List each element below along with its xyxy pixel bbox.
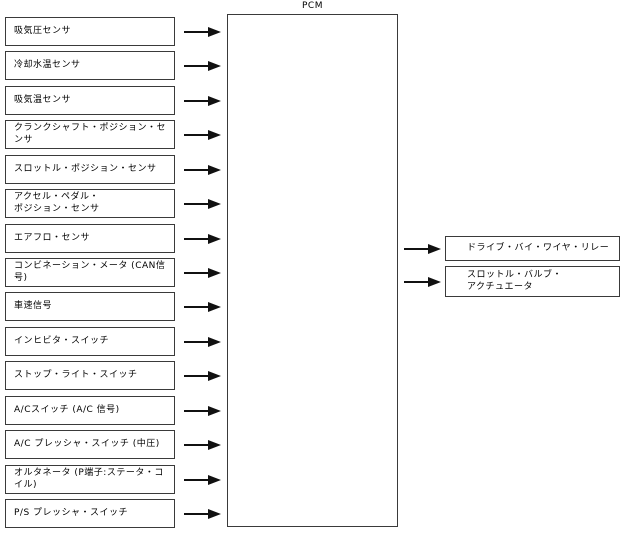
input-label: インヒビタ・スイッチ <box>14 335 110 346</box>
input-row: スロットル・ポジション・センサ <box>5 155 231 184</box>
arrow-right-icon <box>184 405 221 416</box>
input-box: クランクシャフト・ポジション・センサ <box>5 120 175 149</box>
arrow-right-icon <box>184 129 221 140</box>
output-box: ドライブ・バイ・ワイヤ・リレー <box>445 236 620 261</box>
input-box: 車速信号 <box>5 292 175 321</box>
input-label: クランクシャフト・ポジション・センサ <box>14 123 167 145</box>
input-row: インヒビタ・スイッチ <box>5 327 231 356</box>
input-box: ストップ・ライト・スイッチ <box>5 361 175 390</box>
input-row: エアフロ・センサ <box>5 224 231 253</box>
arrow-right-icon <box>184 164 221 175</box>
arrow-right-icon <box>184 439 221 450</box>
input-row: ストップ・ライト・スイッチ <box>5 361 231 390</box>
input-label: アクセル・ペダル・ ポジション・センサ <box>14 192 100 214</box>
input-row: オルタネータ (P端子:ステータ・コイル) <box>5 465 231 494</box>
input-row: P/S プレッシャ・スイッチ <box>5 499 231 528</box>
input-row: 冷却水温センサ <box>5 51 231 80</box>
input-row: 吸気温センサ <box>5 86 231 115</box>
arrow-right-icon <box>184 60 221 71</box>
output-label: ドライブ・バイ・ワイヤ・リレー <box>467 242 610 253</box>
arrow-right-icon <box>184 26 221 37</box>
input-row: 車速信号 <box>5 292 231 321</box>
arrow-right-icon <box>184 301 221 312</box>
output-row: ドライブ・バイ・ワイヤ・リレー <box>404 236 620 261</box>
input-box: A/C プレッシャ・スイッチ (中圧) <box>5 430 175 459</box>
input-row: クランクシャフト・ポジション・センサ <box>5 120 231 149</box>
input-row: A/C プレッシャ・スイッチ (中圧) <box>5 430 231 459</box>
input-box: 吸気圧センサ <box>5 17 175 46</box>
output-label: スロットル・バルブ・ アクチュエータ <box>467 270 563 292</box>
input-box: A/Cスイッチ (A/C 信号) <box>5 396 175 425</box>
input-label: スロットル・ポジション・センサ <box>14 163 157 174</box>
arrow-right-icon <box>184 508 221 519</box>
input-label: 冷却水温センサ <box>14 59 81 70</box>
input-row: アクセル・ペダル・ ポジション・センサ <box>5 189 231 218</box>
input-box: エアフロ・センサ <box>5 224 175 253</box>
output-row: スロットル・バルブ・ アクチュエータ <box>404 266 620 297</box>
input-box: スロットル・ポジション・センサ <box>5 155 175 184</box>
input-label: 吸気圧センサ <box>14 25 72 36</box>
input-box: P/S プレッシャ・スイッチ <box>5 499 175 528</box>
pcm-title: PCM <box>302 1 323 11</box>
input-label: P/S プレッシャ・スイッチ <box>14 507 129 518</box>
arrow-right-icon <box>184 474 221 485</box>
input-label: ストップ・ライト・スイッチ <box>14 369 138 380</box>
input-row: 吸気圧センサ <box>5 17 231 46</box>
input-label: エアフロ・センサ <box>14 232 91 243</box>
input-box: オルタネータ (P端子:ステータ・コイル) <box>5 465 175 494</box>
arrow-right-icon <box>184 336 221 347</box>
arrow-right-icon <box>184 95 221 106</box>
pcm-box <box>227 14 398 527</box>
arrow-right-icon <box>184 370 221 381</box>
input-row: コンビネーション・メータ (CAN信号) <box>5 258 231 287</box>
input-box: コンビネーション・メータ (CAN信号) <box>5 258 175 287</box>
input-label: 車速信号 <box>14 300 53 311</box>
input-label: A/Cスイッチ (A/C 信号) <box>14 404 120 415</box>
output-box: スロットル・バルブ・ アクチュエータ <box>445 266 620 297</box>
input-box: 冷却水温センサ <box>5 51 175 80</box>
arrow-right-icon <box>184 233 221 244</box>
input-label: コンビネーション・メータ (CAN信号) <box>14 261 166 283</box>
input-row: A/Cスイッチ (A/C 信号) <box>5 396 231 425</box>
input-box: アクセル・ペダル・ ポジション・センサ <box>5 189 175 218</box>
input-box: インヒビタ・スイッチ <box>5 327 175 356</box>
arrow-right-icon <box>404 243 441 254</box>
input-box: 吸気温センサ <box>5 86 175 115</box>
arrow-right-icon <box>184 198 221 209</box>
input-label: A/C プレッシャ・スイッチ (中圧) <box>14 438 160 449</box>
input-label: オルタネータ (P端子:ステータ・コイル) <box>14 468 164 490</box>
arrow-right-icon <box>404 276 441 287</box>
input-label: 吸気温センサ <box>14 94 72 105</box>
arrow-right-icon <box>184 267 221 278</box>
